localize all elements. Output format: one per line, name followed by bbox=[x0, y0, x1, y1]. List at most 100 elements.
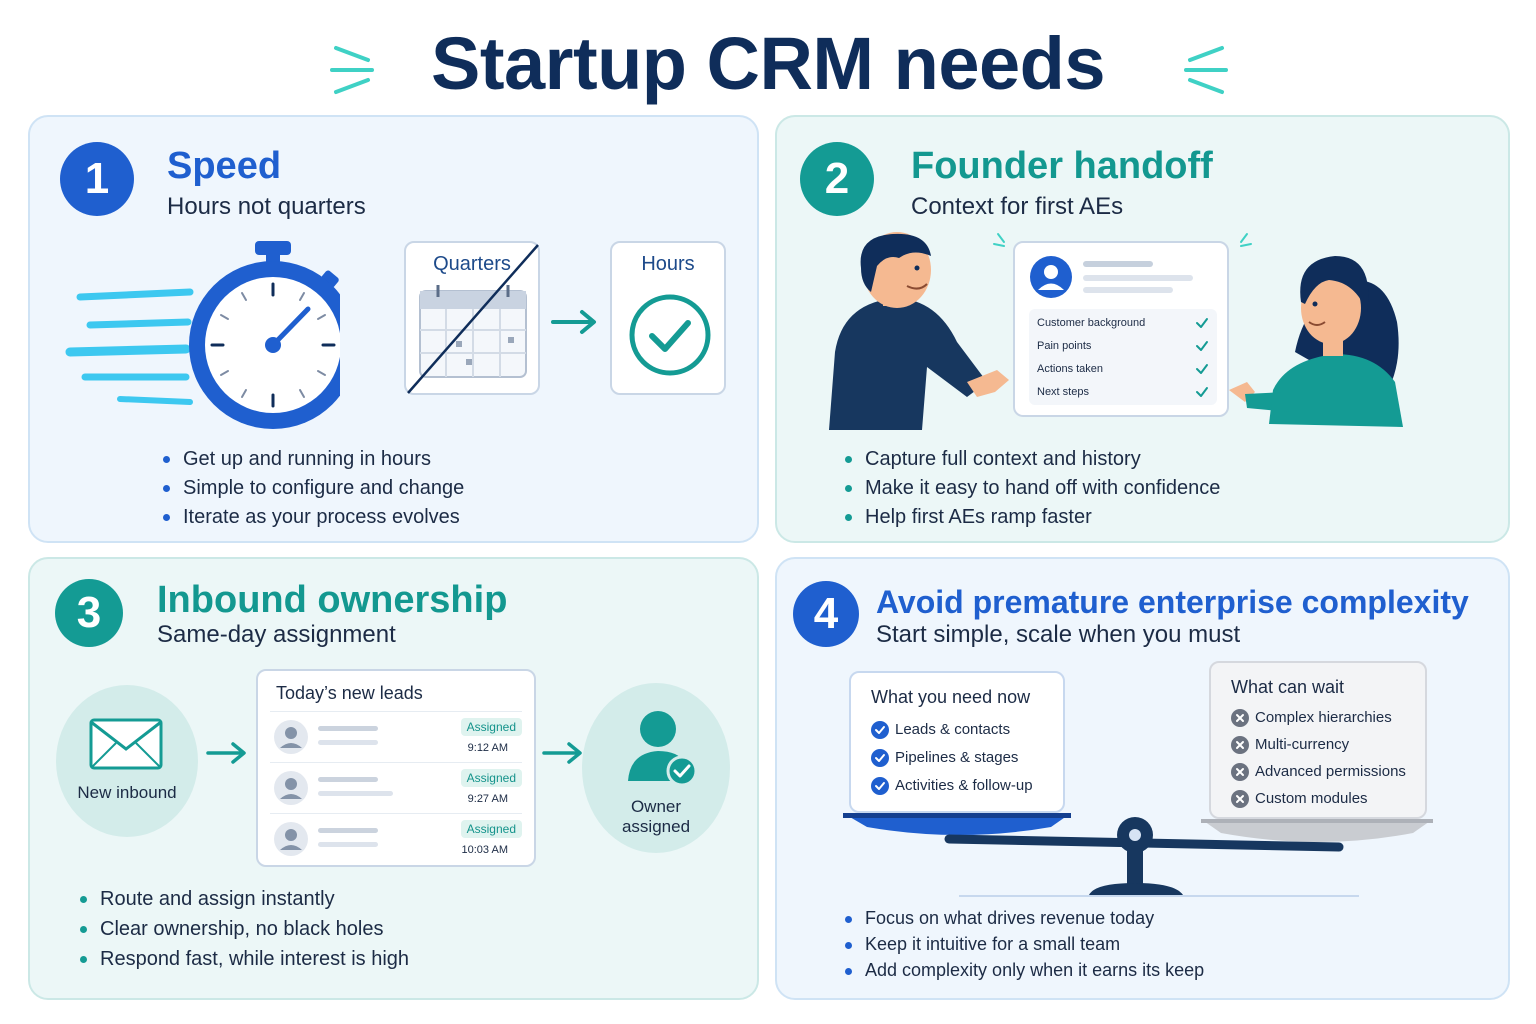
need-now-panel: What you need now Leads & contacts Pipel… bbox=[849, 671, 1065, 813]
placeholder-line bbox=[318, 740, 378, 745]
check-circle-icon bbox=[871, 777, 889, 795]
placeholder-line bbox=[1083, 275, 1193, 281]
bullet-item: Respond fast, while interest is high bbox=[80, 947, 409, 977]
check-circle-icon bbox=[871, 721, 889, 739]
card-founder-handoff: 2 Founder handoff Context for first AEs … bbox=[775, 115, 1510, 543]
assigned-badge: Assigned bbox=[460, 718, 522, 736]
step-number-badge: 2 bbox=[800, 142, 874, 216]
card-heading: Inbound ownership bbox=[157, 579, 508, 621]
card-subheading: Hours not quarters bbox=[167, 193, 366, 220]
sparkle-right-icon bbox=[1184, 46, 1228, 94]
context-checklist: Customer background Pain points Actions … bbox=[1029, 309, 1217, 405]
hours-label: Hours bbox=[641, 253, 695, 275]
quarters-calendar-card: Quarters bbox=[404, 241, 540, 395]
page-title: Startup CRM needs bbox=[430, 22, 1106, 105]
bullet-item: Route and assign instantly bbox=[80, 887, 409, 917]
lead-avatar-icon bbox=[274, 771, 308, 805]
can-wait-label: Multi-currency bbox=[1255, 736, 1350, 753]
x-circle-icon bbox=[1231, 790, 1249, 808]
need-now-title: What you need now bbox=[871, 687, 1031, 707]
lead-row: Assigned 10:03 AM bbox=[270, 813, 522, 863]
check-circle-icon bbox=[871, 749, 889, 767]
can-wait-label: Custom modules bbox=[1255, 790, 1368, 807]
bullet-item: Simple to configure and change bbox=[163, 476, 464, 505]
placeholder-line bbox=[1083, 287, 1173, 293]
can-wait-item-hierarchies: Complex hierarchies bbox=[1231, 709, 1392, 727]
can-wait-item-currency: Multi-currency bbox=[1231, 736, 1350, 754]
step-number-badge: 1 bbox=[60, 142, 134, 216]
can-wait-label: Complex hierarchies bbox=[1255, 709, 1392, 726]
lead-time: 9:12 AM bbox=[467, 742, 508, 754]
bullet-item: Clear ownership, no black holes bbox=[80, 917, 409, 947]
owner-label-line-2: assigned bbox=[621, 817, 691, 836]
card-avoid-complexity: 4 Avoid premature enterprise complexity … bbox=[775, 557, 1510, 1000]
placeholder-line bbox=[318, 842, 378, 847]
checklist-item-actions-taken: Actions taken bbox=[1037, 363, 1104, 375]
can-wait-title: What can wait bbox=[1231, 677, 1345, 697]
placeholder-line bbox=[318, 726, 378, 731]
x-circle-icon bbox=[1231, 736, 1249, 754]
hours-card: Hours bbox=[610, 241, 726, 395]
lead-row: Assigned 9:27 AM bbox=[270, 762, 522, 812]
lead-row: Assigned 9:12 AM bbox=[270, 711, 522, 761]
complexity-bullet-list: Focus on what drives revenue today Keep … bbox=[845, 907, 1204, 985]
bullet-item: Iterate as your process evolves bbox=[163, 505, 464, 534]
bullet-item: Capture full context and history bbox=[845, 447, 1220, 476]
assigned-badge: Assigned bbox=[460, 820, 522, 838]
balance-scale-icon bbox=[843, 813, 1433, 897]
user-avatar-icon bbox=[1030, 256, 1072, 298]
card-heading: Speed bbox=[167, 145, 282, 187]
sparkle-left-icon bbox=[330, 46, 374, 94]
can-wait-item-permissions: Advanced permissions bbox=[1231, 763, 1406, 781]
placeholder-line bbox=[1083, 261, 1153, 267]
arrow-right-icon bbox=[551, 310, 596, 334]
x-circle-icon bbox=[1231, 763, 1249, 781]
speed-bullet-list: Get up and running in hours Simple to co… bbox=[163, 447, 464, 534]
placeholder-line bbox=[318, 777, 378, 782]
leads-panel-title: Today’s new leads bbox=[276, 683, 423, 703]
card-heading: Founder handoff bbox=[911, 145, 1213, 187]
need-now-label: Leads & contacts bbox=[895, 721, 1011, 738]
envelope-icon bbox=[89, 718, 163, 770]
card-subheading: Context for first AEs bbox=[911, 193, 1124, 220]
can-wait-label: Advanced permissions bbox=[1255, 763, 1406, 780]
placeholder-line bbox=[318, 791, 393, 796]
new-inbound-label: New inbound bbox=[77, 783, 177, 802]
ae-illustration bbox=[1229, 256, 1403, 427]
arrow-right-icon bbox=[206, 742, 246, 764]
x-circle-icon bbox=[1231, 709, 1249, 727]
sparkle-icon bbox=[993, 233, 1005, 247]
need-now-item-leads: Leads & contacts bbox=[871, 721, 1011, 739]
bullet-item: Help first AEs ramp faster bbox=[845, 505, 1220, 534]
lead-time: 9:27 AM bbox=[467, 793, 508, 805]
bullet-item: Add complexity only when it earns its ke… bbox=[845, 959, 1204, 985]
step-number-badge: 3 bbox=[55, 579, 123, 647]
inbound-bullet-list: Route and assign instantly Clear ownersh… bbox=[80, 887, 409, 977]
todays-leads-panel: Today’s new leads Assigned 9:12 AM Assig… bbox=[256, 669, 536, 867]
owner-label-line-1: Owner bbox=[630, 797, 682, 816]
check-icon bbox=[1196, 318, 1208, 397]
lead-avatar-icon bbox=[274, 720, 308, 754]
checklist-item-customer-background: Customer background bbox=[1037, 317, 1146, 329]
founder-illustration bbox=[829, 232, 1009, 430]
check-circle-icon bbox=[629, 294, 711, 376]
card-subheading: Same-day assignment bbox=[157, 621, 396, 648]
bullet-item: Get up and running in hours bbox=[163, 447, 464, 476]
bullet-item: Focus on what drives revenue today bbox=[845, 907, 1204, 933]
can-wait-panel: What can wait Complex hierarchies Multi-… bbox=[1209, 661, 1427, 819]
new-inbound-circle: New inbound bbox=[56, 685, 198, 837]
bullet-item: Make it easy to hand off with confidence bbox=[845, 476, 1220, 505]
lead-avatar-icon bbox=[274, 822, 308, 856]
card-subheading: Start simple, scale when you must bbox=[876, 621, 1241, 648]
title-area: Startup CRM needs bbox=[0, 10, 1536, 110]
owner-icon bbox=[628, 711, 698, 787]
checklist-item-pain-points: Pain points bbox=[1037, 340, 1092, 352]
handoff-bullet-list: Capture full context and history Make it… bbox=[845, 447, 1220, 534]
sparkle-icon bbox=[1240, 233, 1252, 247]
checklist-item-next-steps: Next steps bbox=[1037, 386, 1089, 398]
quarters-label: Quarters bbox=[433, 253, 511, 275]
need-now-item-activities: Activities & follow-up bbox=[871, 777, 1033, 795]
need-now-label: Pipelines & stages bbox=[895, 749, 1019, 766]
card-heading: Avoid premature enterprise complexity bbox=[876, 584, 1469, 620]
card-inbound-ownership: 3 Inbound ownership Same-day assignment … bbox=[28, 557, 759, 1000]
